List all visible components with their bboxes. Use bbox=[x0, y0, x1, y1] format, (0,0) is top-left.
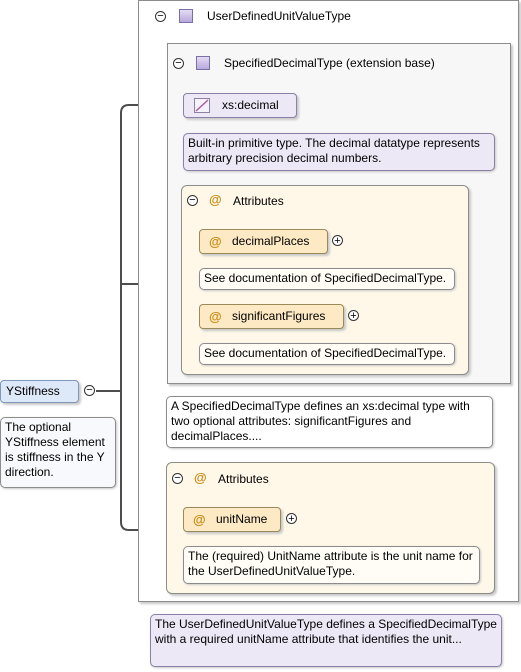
connector-to-xs-decimal bbox=[120, 104, 183, 391]
attribute-icon: @ bbox=[209, 234, 222, 249]
attribute-name: decimalPlaces bbox=[232, 234, 310, 248]
attribute-name: significantFigures bbox=[232, 309, 326, 323]
primitive-type-icon bbox=[194, 98, 210, 113]
own-attributes-collapse-button[interactable]: − bbox=[172, 473, 183, 484]
attribute-significantfigures[interactable]: @ significantFigures bbox=[199, 304, 344, 329]
decimalplaces-documentation: See documentation of SpecifiedDecimalTyp… bbox=[199, 268, 455, 290]
own-attributes-label: Attributes bbox=[218, 472, 269, 486]
decimalplaces-expand-button[interactable]: + bbox=[332, 235, 343, 247]
connector-to-unitname bbox=[120, 391, 183, 531]
significantfigures-expand-button[interactable]: + bbox=[348, 310, 359, 322]
attribute-icon: @ bbox=[193, 512, 206, 527]
base-attributes-collapse-button[interactable]: − bbox=[187, 195, 198, 206]
root-type-title: UserDefinedUnitValueType bbox=[207, 9, 351, 23]
unitname-expand-button[interactable]: + bbox=[286, 513, 297, 525]
xs-decimal-label: xs:decimal bbox=[222, 98, 279, 112]
extension-base-collapse-button[interactable]: − bbox=[173, 58, 184, 69]
unitname-documentation: The (required) UnitName attribute is the… bbox=[183, 546, 480, 584]
extension-base-title: SpecifiedDecimalType (extension base) bbox=[224, 56, 435, 70]
attribute-group-icon: @ bbox=[209, 192, 222, 207]
attribute-icon: @ bbox=[209, 309, 222, 324]
complex-type-icon bbox=[196, 56, 210, 70]
element-collapse-button[interactable]: − bbox=[84, 385, 95, 396]
extension-base-documentation: A SpecifiedDecimalType defines an xs:dec… bbox=[166, 396, 493, 448]
attribute-name: unitName bbox=[216, 512, 268, 526]
attribute-decimalplaces[interactable]: @ decimalPlaces bbox=[199, 229, 328, 254]
root-type-documentation: The UserDefinedUnitValueType defines a S… bbox=[150, 614, 502, 667]
attribute-group-icon: @ bbox=[194, 470, 207, 485]
significantfigures-documentation: See documentation of SpecifiedDecimalTyp… bbox=[199, 343, 455, 365]
root-collapse-button[interactable]: − bbox=[155, 11, 166, 22]
xs-decimal-type-box[interactable]: xs:decimal bbox=[183, 93, 297, 118]
element-documentation: The optional YStiffness element is stiff… bbox=[0, 417, 116, 488]
element-ystiffness[interactable]: YStiffness bbox=[0, 380, 79, 403]
xs-decimal-documentation: Built-in primitive type. The decimal dat… bbox=[183, 133, 495, 171]
attribute-unitname[interactable]: @ unitName bbox=[183, 507, 281, 532]
complex-type-icon bbox=[179, 9, 193, 23]
base-attributes-label: Attributes bbox=[233, 194, 284, 208]
